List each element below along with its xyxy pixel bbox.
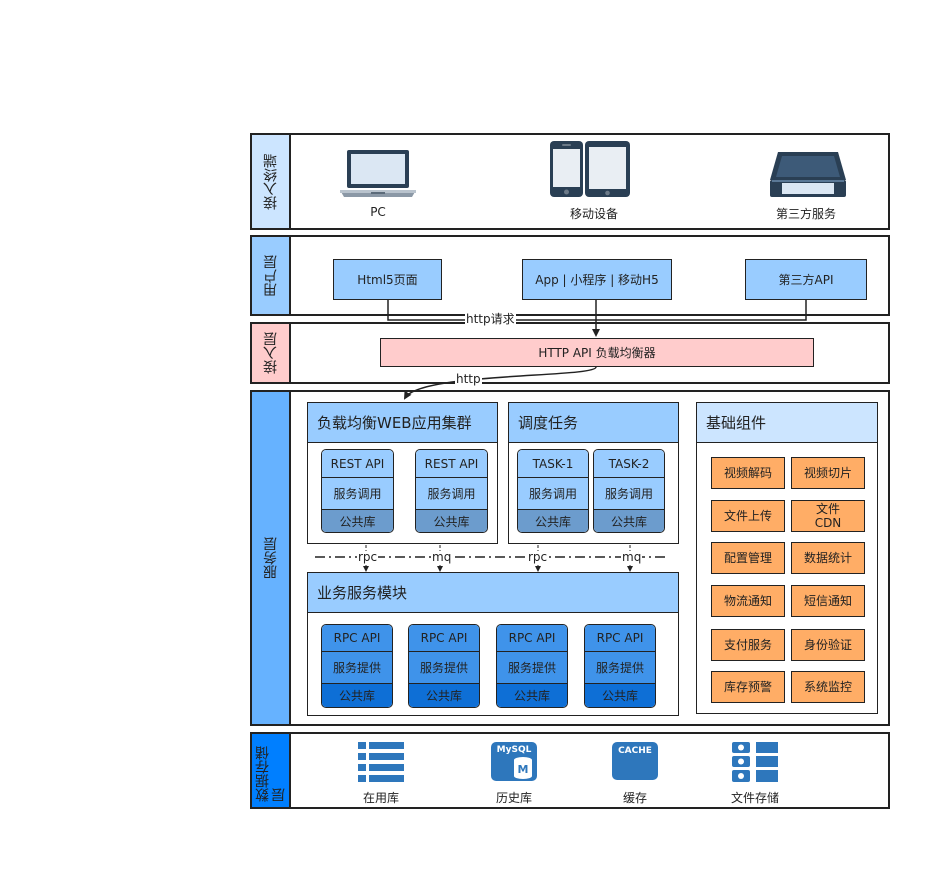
stack-bot: 公共库 <box>518 510 588 532</box>
stack-top: TASK-1 <box>518 450 588 478</box>
stack-mid: 服务提供 <box>585 652 655 684</box>
stack-bot: 公共库 <box>322 684 392 707</box>
third-party-device-icon <box>770 152 846 197</box>
stack-bot: 公共库 <box>416 510 487 532</box>
edge-label-rpc: rpc <box>357 550 379 564</box>
component-box: 配置管理 <box>711 542 785 574</box>
user-box-app: App | 小程序 | 移动H5 <box>522 259 672 300</box>
stack-mid: 服务调用 <box>416 478 487 510</box>
scheduler-title: 调度任务 <box>508 402 679 443</box>
business-stack-2: RPC API 服务提供 公共库 <box>408 624 480 708</box>
component-box: 视频切片 <box>791 457 865 489</box>
component-box: 身份验证 <box>791 629 865 661</box>
component-box: 支付服务 <box>711 629 785 661</box>
mysql-icon-sub: M <box>517 763 529 776</box>
scheduler-stack-2: TASK-2 服务调用 公共库 <box>593 449 665 533</box>
terminal-layer-label: 接入终端 <box>250 133 291 230</box>
cache-icon-text: CACHE <box>618 746 652 756</box>
storage-label-history-db: 历史库 <box>495 791 532 805</box>
cache-icon: CACHE <box>612 742 658 780</box>
edge-label-mq: mq <box>621 550 643 564</box>
storage-label-file-storage: 文件存储 <box>730 791 779 805</box>
component-box: 物流通知 <box>711 585 785 617</box>
stack-bot: 公共库 <box>594 510 664 532</box>
user-box-html5: Html5页面 <box>333 259 442 300</box>
component-box: 系统监控 <box>791 671 865 703</box>
stack-mid: 服务调用 <box>322 478 393 510</box>
stack-mid: 服务调用 <box>518 478 588 510</box>
stack-bot: 公共库 <box>409 684 479 707</box>
scheduler-stack-1: TASK-1 服务调用 公共库 <box>517 449 589 533</box>
storage-layer-label: 数据存储层 <box>250 732 291 809</box>
terminal-label-third-party: 第三方服务 <box>775 207 836 221</box>
mysql-icon: MySQL M <box>491 742 537 781</box>
component-box: 库存预警 <box>711 671 785 703</box>
cluster-stack-2: REST API 服务调用 公共库 <box>415 449 488 533</box>
business-stack-3: RPC API 服务提供 公共库 <box>496 624 568 708</box>
storage-label-active-db: 在用库 <box>362 791 399 805</box>
user-layer-label: 用户层 <box>250 235 291 316</box>
stack-top: RPC API <box>585 625 655 652</box>
base-components-title: 基础组件 <box>696 402 878 443</box>
component-box: 视频解码 <box>711 457 785 489</box>
storage-layer-text: 数据存储层 <box>254 745 287 802</box>
edge-label-http: http <box>455 372 482 386</box>
stack-top: REST API <box>416 450 487 478</box>
mysql-icon-text: MySQL <box>496 745 532 755</box>
terminal-label-mobile: 移动设备 <box>569 207 618 221</box>
service-layer-label: 服务层 <box>250 390 291 726</box>
component-box: 短信通知 <box>791 585 865 617</box>
user-box-third-party-api: 第三方API <box>745 259 867 300</box>
laptop-icon <box>340 150 416 197</box>
edge-label-rpc: rpc <box>527 550 549 564</box>
stack-bot: 公共库 <box>322 510 393 532</box>
stack-top: TASK-2 <box>594 450 664 478</box>
service-layer-text: 服务层 <box>262 537 279 579</box>
storage-label-cache: 缓存 <box>622 791 647 805</box>
access-layer-label: 接入层 <box>250 322 291 384</box>
stack-mid: 服务提供 <box>409 652 479 684</box>
stack-bot: 公共库 <box>497 684 567 707</box>
stack-mid: 服务提供 <box>497 652 567 684</box>
stack-bot: 公共库 <box>585 684 655 707</box>
cluster-stack-1: REST API 服务调用 公共库 <box>321 449 394 533</box>
edge-label-mq: mq <box>431 550 453 564</box>
database-list-icon <box>358 742 404 782</box>
user-layer-text: 用户层 <box>262 254 279 297</box>
component-box: 数据统计 <box>791 542 865 574</box>
business-stack-1: RPC API 服务提供 公共库 <box>321 624 393 708</box>
stack-mid: 服务提供 <box>322 652 392 684</box>
business-stack-4: RPC API 服务提供 公共库 <box>584 624 656 708</box>
stack-top: RPC API <box>322 625 392 652</box>
file-storage-icon <box>732 742 778 782</box>
stack-mid: 服务调用 <box>594 478 664 510</box>
edge-label-http-request: http请求 <box>465 312 516 326</box>
web-cluster-title: 负载均衡WEB应用集群 <box>307 402 498 443</box>
mobile-devices-icon <box>550 141 630 197</box>
access-layer-text: 接入层 <box>262 332 279 374</box>
component-box: 文件 CDN <box>791 500 865 532</box>
component-box: 文件上传 <box>711 500 785 532</box>
stack-top: REST API <box>322 450 393 478</box>
terminal-layer-text: 接入终端 <box>262 153 279 210</box>
terminal-label-pc: PC <box>370 205 386 219</box>
stack-top: RPC API <box>497 625 567 652</box>
load-balancer-box: HTTP API 负载均衡器 <box>380 338 814 367</box>
stack-top: RPC API <box>409 625 479 652</box>
business-title: 业务服务模块 <box>307 572 679 613</box>
storage-row <box>250 732 890 809</box>
